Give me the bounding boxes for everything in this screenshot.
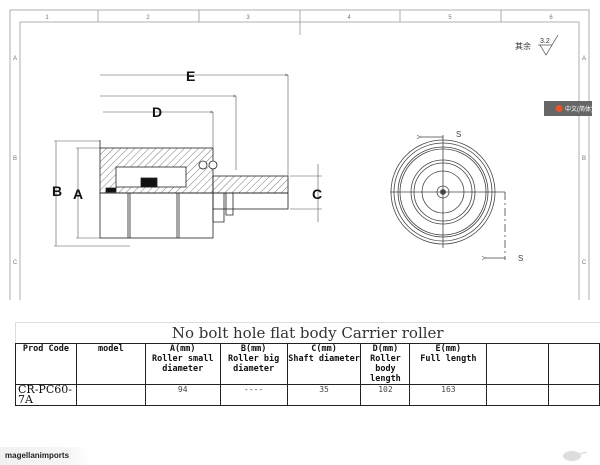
drawing-frame bbox=[9, 9, 590, 300]
spec-table: No bolt hole flat body Carrier roller Pr… bbox=[15, 322, 600, 406]
dim-label-a: A bbox=[73, 186, 83, 202]
cell-a: 94 bbox=[144, 384, 221, 406]
dim-label-b: B bbox=[52, 183, 62, 199]
zone-label: C bbox=[13, 260, 18, 266]
technical-drawing: 1 2 3 4 5 6 A A B B C C 其余 3.2 中文(简体) bbox=[9, 9, 593, 300]
zone-label: B bbox=[13, 156, 17, 162]
cell-c: 35 bbox=[286, 384, 362, 406]
zone-label: 5 bbox=[448, 15, 452, 21]
roughness-note: 其余 bbox=[515, 41, 531, 51]
dim-label-e: E bbox=[186, 68, 195, 84]
header-e: E(mm)Full length bbox=[409, 343, 488, 385]
ime-badge[interactable]: 中文(简体) bbox=[544, 101, 593, 116]
zone-label: A bbox=[13, 56, 17, 62]
cell-e: 163 bbox=[409, 384, 488, 406]
header-prod-code: Prod Code bbox=[15, 343, 77, 385]
header-model: model bbox=[75, 343, 146, 385]
roughness-symbol bbox=[538, 34, 559, 56]
side-section-view bbox=[99, 140, 289, 239]
dimension-lines bbox=[54, 75, 322, 247]
zone-label: 1 bbox=[45, 15, 49, 21]
zone-label: 6 bbox=[549, 15, 553, 21]
table-row: CR-PC60-7A 94 ---- 35 102 163 bbox=[15, 384, 600, 406]
cell-d: 102 bbox=[360, 384, 411, 406]
zone-label: 3 bbox=[246, 15, 250, 21]
zone-label: B bbox=[582, 156, 586, 162]
section-label: S bbox=[456, 130, 461, 139]
header-empty bbox=[486, 343, 550, 385]
zone-label: C bbox=[582, 260, 587, 266]
brand-watermark: magellanimports bbox=[5, 451, 70, 460]
header-c: C(mm)Shaft diameter bbox=[286, 343, 362, 385]
dim-label-d: D bbox=[152, 104, 162, 120]
cell-b: ---- bbox=[219, 384, 288, 406]
cell-model bbox=[75, 384, 146, 406]
zone-label: 2 bbox=[146, 15, 150, 21]
table-title: No bolt hole flat body Carrier roller bbox=[15, 322, 600, 344]
end-view bbox=[390, 135, 506, 260]
section-label: S bbox=[518, 254, 523, 263]
zone-label: 4 bbox=[347, 15, 351, 21]
dim-label-c: C bbox=[312, 186, 322, 202]
cell-empty bbox=[548, 384, 600, 406]
header-empty bbox=[548, 343, 600, 385]
cell-prod-code: CR-PC60-7A bbox=[15, 384, 77, 406]
ime-badge-label: 中文(简体) bbox=[565, 105, 593, 113]
watermark-footer: magellanimports bbox=[0, 447, 90, 465]
zone-label: A bbox=[582, 56, 586, 62]
kiwi-logo-icon bbox=[563, 451, 588, 461]
cell-empty bbox=[486, 384, 550, 406]
roughness-value: 3.2 bbox=[540, 38, 550, 45]
